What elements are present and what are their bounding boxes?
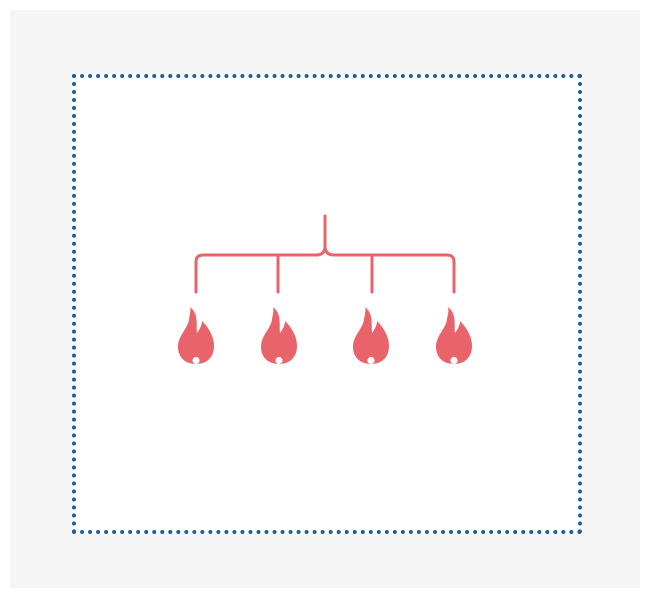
connector-lines (194, 214, 456, 294)
diagram-frame (72, 74, 582, 534)
flame-icon (261, 307, 297, 365)
flame-icon (436, 307, 472, 365)
connector-right-arm (323, 244, 456, 294)
flame-group (178, 307, 472, 365)
flame-icon (178, 307, 214, 365)
flame-icon (353, 307, 389, 365)
page-background (10, 10, 640, 588)
connector-trunk (194, 214, 327, 294)
